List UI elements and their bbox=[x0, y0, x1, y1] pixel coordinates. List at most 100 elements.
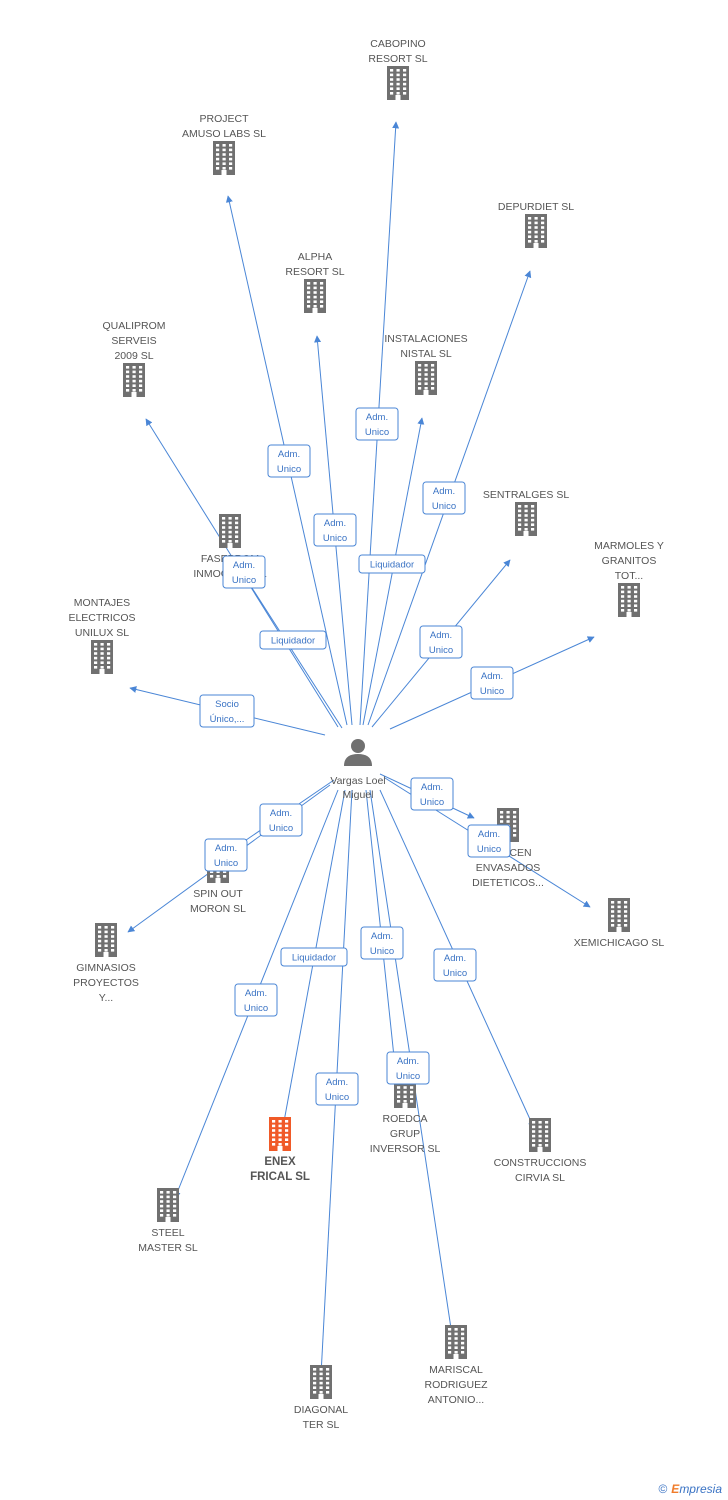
company-label: ANTONIO... bbox=[428, 1394, 484, 1406]
edge-label-faseprom[interactable]: Liquidador bbox=[259, 630, 327, 650]
company-label: UNILUX SL bbox=[75, 627, 129, 639]
edge-label-text: Adm. bbox=[421, 782, 443, 793]
edge-label-project[interactable]: Adm. Unico bbox=[267, 444, 311, 478]
edge-label-text: Liquidador bbox=[271, 636, 315, 647]
edge-label-text: Unico bbox=[214, 858, 238, 869]
building-icon bbox=[387, 66, 409, 100]
building-icon bbox=[269, 1117, 291, 1151]
company-label: SENTRALGES SL bbox=[483, 489, 570, 501]
edge-label-text: Liquidador bbox=[292, 953, 336, 964]
company-label: ELECTRICOS bbox=[68, 612, 135, 624]
edge-label-text: Unico bbox=[244, 1003, 268, 1014]
building-icon bbox=[213, 141, 235, 175]
edge-label-steel[interactable]: Adm.Unico bbox=[234, 983, 278, 1017]
person-label: Vargas Loel bbox=[330, 775, 385, 787]
edge-label-depurdiet[interactable]: Adm.Unico bbox=[422, 481, 466, 515]
company-label: Y... bbox=[99, 992, 113, 1004]
edge-label-gimnasios[interactable]: Adm.Unico bbox=[204, 838, 248, 872]
edge-label-text: Unico bbox=[370, 946, 394, 957]
edge-label-mariscal[interactable]: Adm.Unico bbox=[386, 1051, 430, 1085]
company-node-depurdiet[interactable]: DEPURDIET SL bbox=[498, 201, 574, 248]
edge-label-text: Adm. bbox=[478, 829, 500, 840]
edge-label-text: Unico bbox=[480, 686, 504, 697]
edge-label-marmoles[interactable]: Adm. Unico bbox=[470, 666, 514, 700]
edge-label-text: Liquidador bbox=[370, 560, 414, 571]
company-label: GIMNASIOS bbox=[76, 962, 136, 974]
company-node-sentralges[interactable]: SENTRALGES SL bbox=[483, 489, 570, 536]
building-icon bbox=[608, 898, 630, 932]
edge-label-text: Adm. bbox=[366, 412, 388, 423]
edge-label-text: Unico bbox=[432, 501, 456, 512]
building-icon bbox=[525, 214, 547, 248]
company-label: INSTALACIONES bbox=[384, 333, 467, 345]
company-label: ENVASADOS bbox=[476, 862, 541, 874]
edge-label-xemichicago[interactable]: Adm.Unico bbox=[467, 824, 511, 858]
edge-label-text: Unico bbox=[429, 645, 453, 656]
company-label: STEEL bbox=[151, 1227, 184, 1239]
edge-label-sentralges[interactable]: Adm. Unico bbox=[419, 625, 463, 659]
edge-label-montajes[interactable]: SocioÚnico,... bbox=[199, 694, 255, 728]
edge-label-text: Unico bbox=[277, 464, 301, 475]
edge-label-diagonal[interactable]: Adm.Unico bbox=[315, 1072, 359, 1106]
edge-label-endicen[interactable]: Adm. Unico bbox=[410, 777, 454, 811]
edge-label-text: Socio bbox=[215, 699, 239, 710]
company-label: TER SL bbox=[303, 1419, 340, 1431]
building-icon bbox=[304, 279, 326, 313]
edge-label-text: Adm. bbox=[430, 630, 452, 641]
building-icon bbox=[618, 583, 640, 617]
company-label: 2009 SL bbox=[114, 350, 153, 362]
building-icon bbox=[529, 1118, 551, 1152]
edge-label-construccions[interactable]: Adm.Unico bbox=[433, 948, 477, 982]
edge-label-text: Unico bbox=[420, 797, 444, 808]
company-node-xemichicago[interactable]: XEMICHICAGO SL bbox=[574, 898, 665, 949]
company-label: SPIN OUT bbox=[193, 888, 243, 900]
company-label: PROJECT bbox=[199, 113, 249, 125]
edge-label-enex[interactable]: Liquidador bbox=[280, 947, 348, 967]
edge-label-cabopino[interactable]: Adm.Unico bbox=[355, 407, 399, 441]
brand-name: mpresia bbox=[679, 1482, 722, 1496]
edge-labels-layer: Adm.UnicoAdm.UnicoAdm.UnicoAdm.UnicoAdm.… bbox=[199, 407, 514, 1106]
edge-label-text: Unico bbox=[323, 533, 347, 544]
edge-label-text: Adm. bbox=[278, 449, 300, 460]
company-node-marmoles[interactable]: MARMOLES YGRANITOSTOT... bbox=[594, 540, 664, 617]
company-label: RESORT SL bbox=[285, 266, 344, 278]
building-icon bbox=[91, 640, 113, 674]
person-label: Miguel bbox=[343, 789, 374, 801]
company-node-gimnasios[interactable]: GIMNASIOSPROYECTOSY... bbox=[73, 923, 139, 1004]
building-icon bbox=[157, 1188, 179, 1222]
company-label: MARMOLES Y bbox=[594, 540, 664, 552]
edge-label-text: Adm. bbox=[444, 953, 466, 964]
company-label: QUALIPROM bbox=[102, 320, 165, 332]
company-label: AMUSO LABS SL bbox=[182, 128, 266, 140]
company-node-mariscal[interactable]: MARISCAL RODRIGUEZ ANTONIO... bbox=[425, 1325, 489, 1406]
company-label: DEPURDIET SL bbox=[498, 201, 574, 213]
company-label: FRICAL SL bbox=[250, 1171, 310, 1183]
edge-label-alpha[interactable]: Adm. Unico bbox=[313, 513, 357, 547]
edge-label-spinout[interactable]: Adm.Unico bbox=[259, 803, 303, 837]
edge-label-roedca[interactable]: Adm.Unico bbox=[360, 926, 404, 960]
edge-label-text: Adm. bbox=[233, 560, 255, 571]
edge-label-text: Único,... bbox=[210, 714, 245, 725]
edge-label-instalaciones[interactable]: Liquidador bbox=[358, 554, 426, 574]
company-label: MARISCAL bbox=[429, 1364, 483, 1376]
company-label: RODRIGUEZ bbox=[425, 1379, 489, 1391]
edge-label-text: Adm. bbox=[481, 671, 503, 682]
company-node-project[interactable]: PROJECT AMUSO LABS SL bbox=[182, 113, 266, 175]
edge-label-text: Adm. bbox=[324, 518, 346, 529]
edge-label-qualiprom[interactable]: Adm.Unico bbox=[222, 555, 266, 589]
edge-faseprom bbox=[242, 573, 343, 729]
company-label: INVERSOR SL bbox=[370, 1143, 441, 1155]
footer-brand: ©Empresia bbox=[658, 1482, 722, 1496]
